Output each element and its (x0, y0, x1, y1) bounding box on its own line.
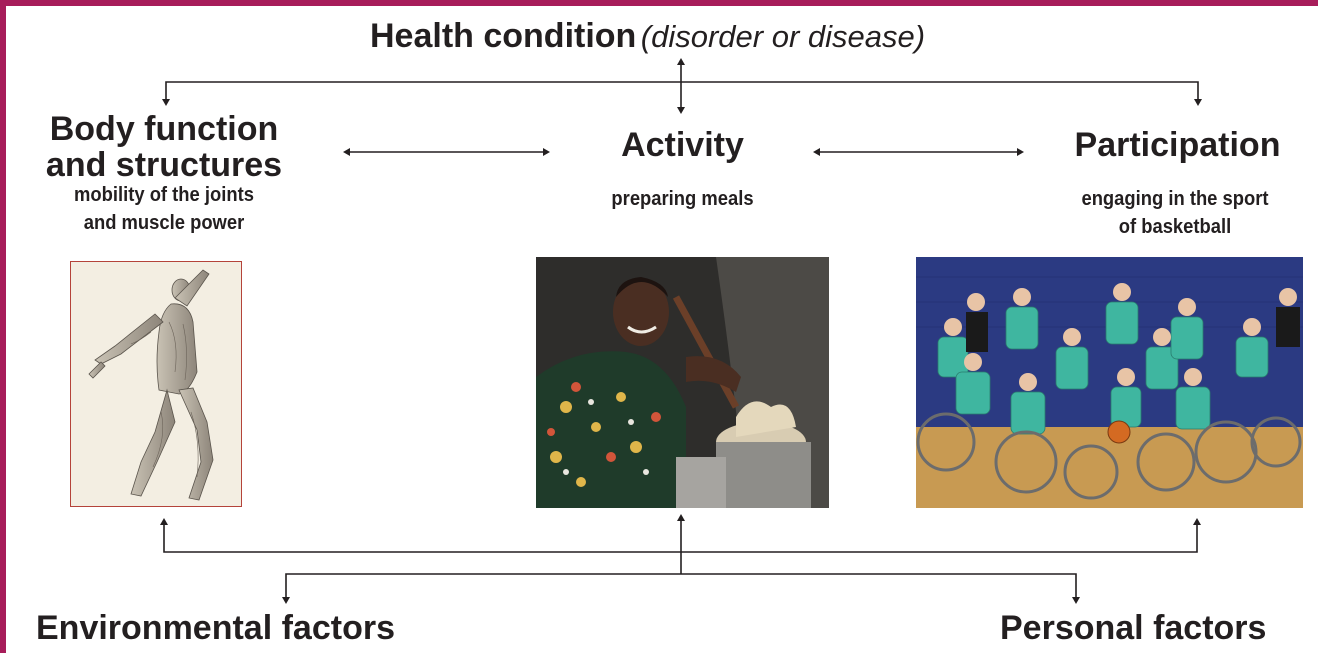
arrowhead-down-icon (1072, 597, 1080, 604)
personal-factors-label: Personal factors (1000, 609, 1267, 647)
health-condition-heading: Health condition (disorder or disease) (370, 18, 925, 55)
arrowhead-down-icon (677, 107, 685, 114)
body-title-line2: and structures (45, 146, 283, 184)
activity-title: Activity (621, 126, 744, 164)
health-bracket-line (165, 81, 1199, 102)
anatomy-figure-icon (71, 262, 241, 506)
health-condition-subtitle: (disorder or disease) (640, 19, 926, 54)
arrowhead-down-icon (1194, 99, 1202, 106)
participation-title: Participation (1074, 126, 1281, 164)
anatomy-figure-image (70, 261, 242, 507)
participation-example-line1: engaging in the sport (1081, 188, 1269, 210)
arrowhead-right-icon (1017, 148, 1024, 156)
health-condition-title: Health condition (370, 17, 637, 55)
arrowhead-down-icon (162, 99, 170, 106)
arrowhead-left-icon (813, 148, 820, 156)
participation-example-line2: of basketball (1118, 216, 1232, 238)
body-function-title: Body function and structures (14, 111, 314, 183)
participation-example: engaging in the sport of basketball (1042, 185, 1309, 241)
arrowhead-right-icon (543, 148, 550, 156)
arrowhead-up-icon (677, 514, 685, 521)
body-example-text: mobility of the joints and muscle power (26, 181, 302, 237)
cooking-photo-image (536, 257, 829, 508)
cooking-photo-icon (536, 257, 829, 508)
arrowhead-up-icon (160, 518, 168, 525)
context-bracket-line (285, 573, 1077, 600)
arrowhead-left-icon (343, 148, 350, 156)
environmental-factors-label: Environmental factors (36, 609, 395, 647)
arrowhead-up-icon (677, 58, 685, 65)
wheelchair-basketball-photo-image (916, 257, 1303, 508)
wheelchair-basketball-photo-icon (916, 257, 1303, 508)
body-example-line1: mobility of the joints (74, 184, 254, 206)
body-title-line1: Body function (49, 110, 279, 148)
body-example-line2: and muscle power (83, 212, 245, 234)
arrowhead-up-icon (1193, 518, 1201, 525)
activity-example: preparing meals (611, 188, 754, 210)
arrowhead-down-icon (282, 597, 290, 604)
